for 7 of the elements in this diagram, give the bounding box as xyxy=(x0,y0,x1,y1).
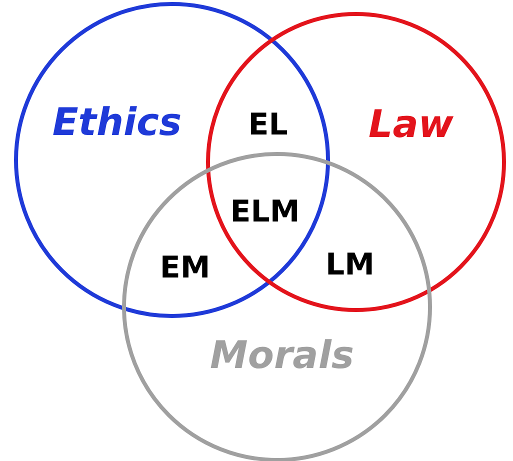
set-label: Law xyxy=(368,102,454,146)
region-label: EM xyxy=(160,250,210,286)
set-label: Morals xyxy=(210,333,354,377)
set-label: Ethics xyxy=(52,100,182,144)
region-label: EL xyxy=(248,108,288,142)
region-label: ELM xyxy=(230,194,300,230)
region-label: LM xyxy=(326,248,374,282)
